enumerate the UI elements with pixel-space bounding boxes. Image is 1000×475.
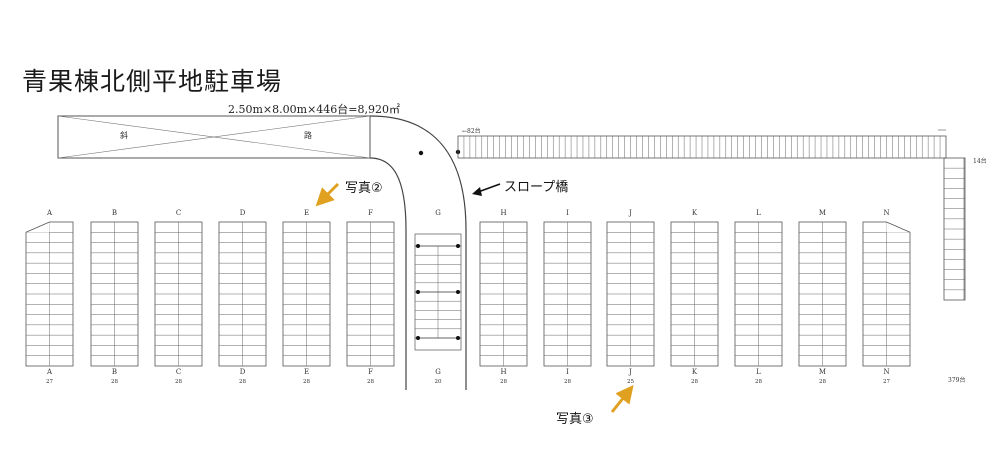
block-count: 28 xyxy=(755,379,762,385)
block-label-top: H xyxy=(500,209,506,217)
block-count: 28 xyxy=(500,379,507,385)
top-stall-row xyxy=(457,135,947,159)
block-label-bottom: B xyxy=(112,368,117,376)
block-label-bottom: N xyxy=(883,368,889,376)
callout-photo-2: 写真② xyxy=(345,181,383,196)
block-label-top: E xyxy=(304,209,309,217)
block-b: B B 28 xyxy=(90,209,139,385)
area-formula: 2.50m×8.00m×446台=8,920㎡ xyxy=(228,103,400,116)
block-label-top: M xyxy=(819,209,826,217)
block-label-top: J xyxy=(628,209,632,217)
right-column-count: 14台 xyxy=(973,157,987,165)
block-m: M M 28 xyxy=(798,209,847,385)
block-label-top: G xyxy=(435,209,441,217)
block-count: 20 xyxy=(435,379,442,385)
block-count: 28 xyxy=(175,379,182,385)
block-c: C C 28 xyxy=(154,209,203,385)
road-marker-dot xyxy=(418,150,424,156)
block-i: I I 28 xyxy=(543,209,592,385)
block-count: 28 xyxy=(691,379,698,385)
block-label-top: N xyxy=(883,209,889,217)
block-count: 27 xyxy=(46,379,53,385)
ramp-label-2: 路 xyxy=(304,130,312,140)
block-count: 25 xyxy=(627,379,634,385)
top-row-count: ←82台 xyxy=(462,127,481,135)
block-label-top: B xyxy=(112,209,117,217)
total-count: 379台 xyxy=(948,376,965,384)
block-label-bottom: M xyxy=(819,368,826,376)
block-label-bottom: F xyxy=(368,368,373,376)
block-label-bottom: J xyxy=(628,368,632,376)
block-label-top: D xyxy=(240,209,246,217)
block-count: 27 xyxy=(883,379,890,385)
block-l: L L 28 xyxy=(734,209,783,385)
block-label-top: A xyxy=(46,209,53,217)
ramp-label-1: 斜 xyxy=(120,130,128,140)
block-label-bottom: L xyxy=(756,368,761,376)
block-e: E E 28 xyxy=(282,209,331,385)
block-label-top: C xyxy=(176,209,181,217)
block-g: G G 20 xyxy=(414,209,462,385)
block-label-bottom: E xyxy=(304,368,309,376)
callout-slope-bridge: スロープ橋 xyxy=(504,180,569,195)
block-f: F F 28 xyxy=(346,209,395,385)
block-label-top: F xyxy=(368,209,373,217)
photo-2-arrow xyxy=(315,182,340,207)
block-label-bottom: A xyxy=(46,368,53,376)
right-stall-column xyxy=(943,157,966,301)
block-label-bottom: H xyxy=(500,368,506,376)
block-count: 28 xyxy=(239,379,246,385)
block-count: 28 xyxy=(367,379,374,385)
block-h: H H 28 xyxy=(479,209,528,385)
block-a: A A 27 xyxy=(25,209,74,385)
block-count: 28 xyxy=(819,379,826,385)
photo-3-arrow xyxy=(610,384,634,413)
curved-road xyxy=(369,115,467,390)
block-k: K K 28 xyxy=(670,209,719,385)
block-label-top: I xyxy=(566,209,569,217)
page-title: 青果棟北側平地駐車場 xyxy=(22,67,283,96)
ramp: 斜 路 xyxy=(57,115,371,159)
block-count: 28 xyxy=(303,379,310,385)
block-label-bottom: C xyxy=(176,368,181,376)
block-n: N N 27 xyxy=(862,209,911,385)
parking-blocks: A A 27 B B 28 C C 28 D D 28 E E 28 F F 28 G G 20 H H 28 I I 28 J J 25… xyxy=(25,209,911,385)
block-label-bottom: K xyxy=(692,368,698,376)
block-count: 28 xyxy=(564,379,571,385)
slope-bridge-arrow xyxy=(472,183,501,196)
block-label-top: L xyxy=(756,209,761,217)
block-label-bottom: D xyxy=(240,368,246,376)
block-j: J J 25 xyxy=(606,209,655,385)
callout-photo-3: 写真③ xyxy=(556,412,594,427)
block-count: 28 xyxy=(111,379,118,385)
block-label-bottom: I xyxy=(566,368,569,376)
block-label-bottom: G xyxy=(435,368,441,376)
block-d: D D 28 xyxy=(218,209,267,385)
block-label-top: K xyxy=(692,209,698,217)
